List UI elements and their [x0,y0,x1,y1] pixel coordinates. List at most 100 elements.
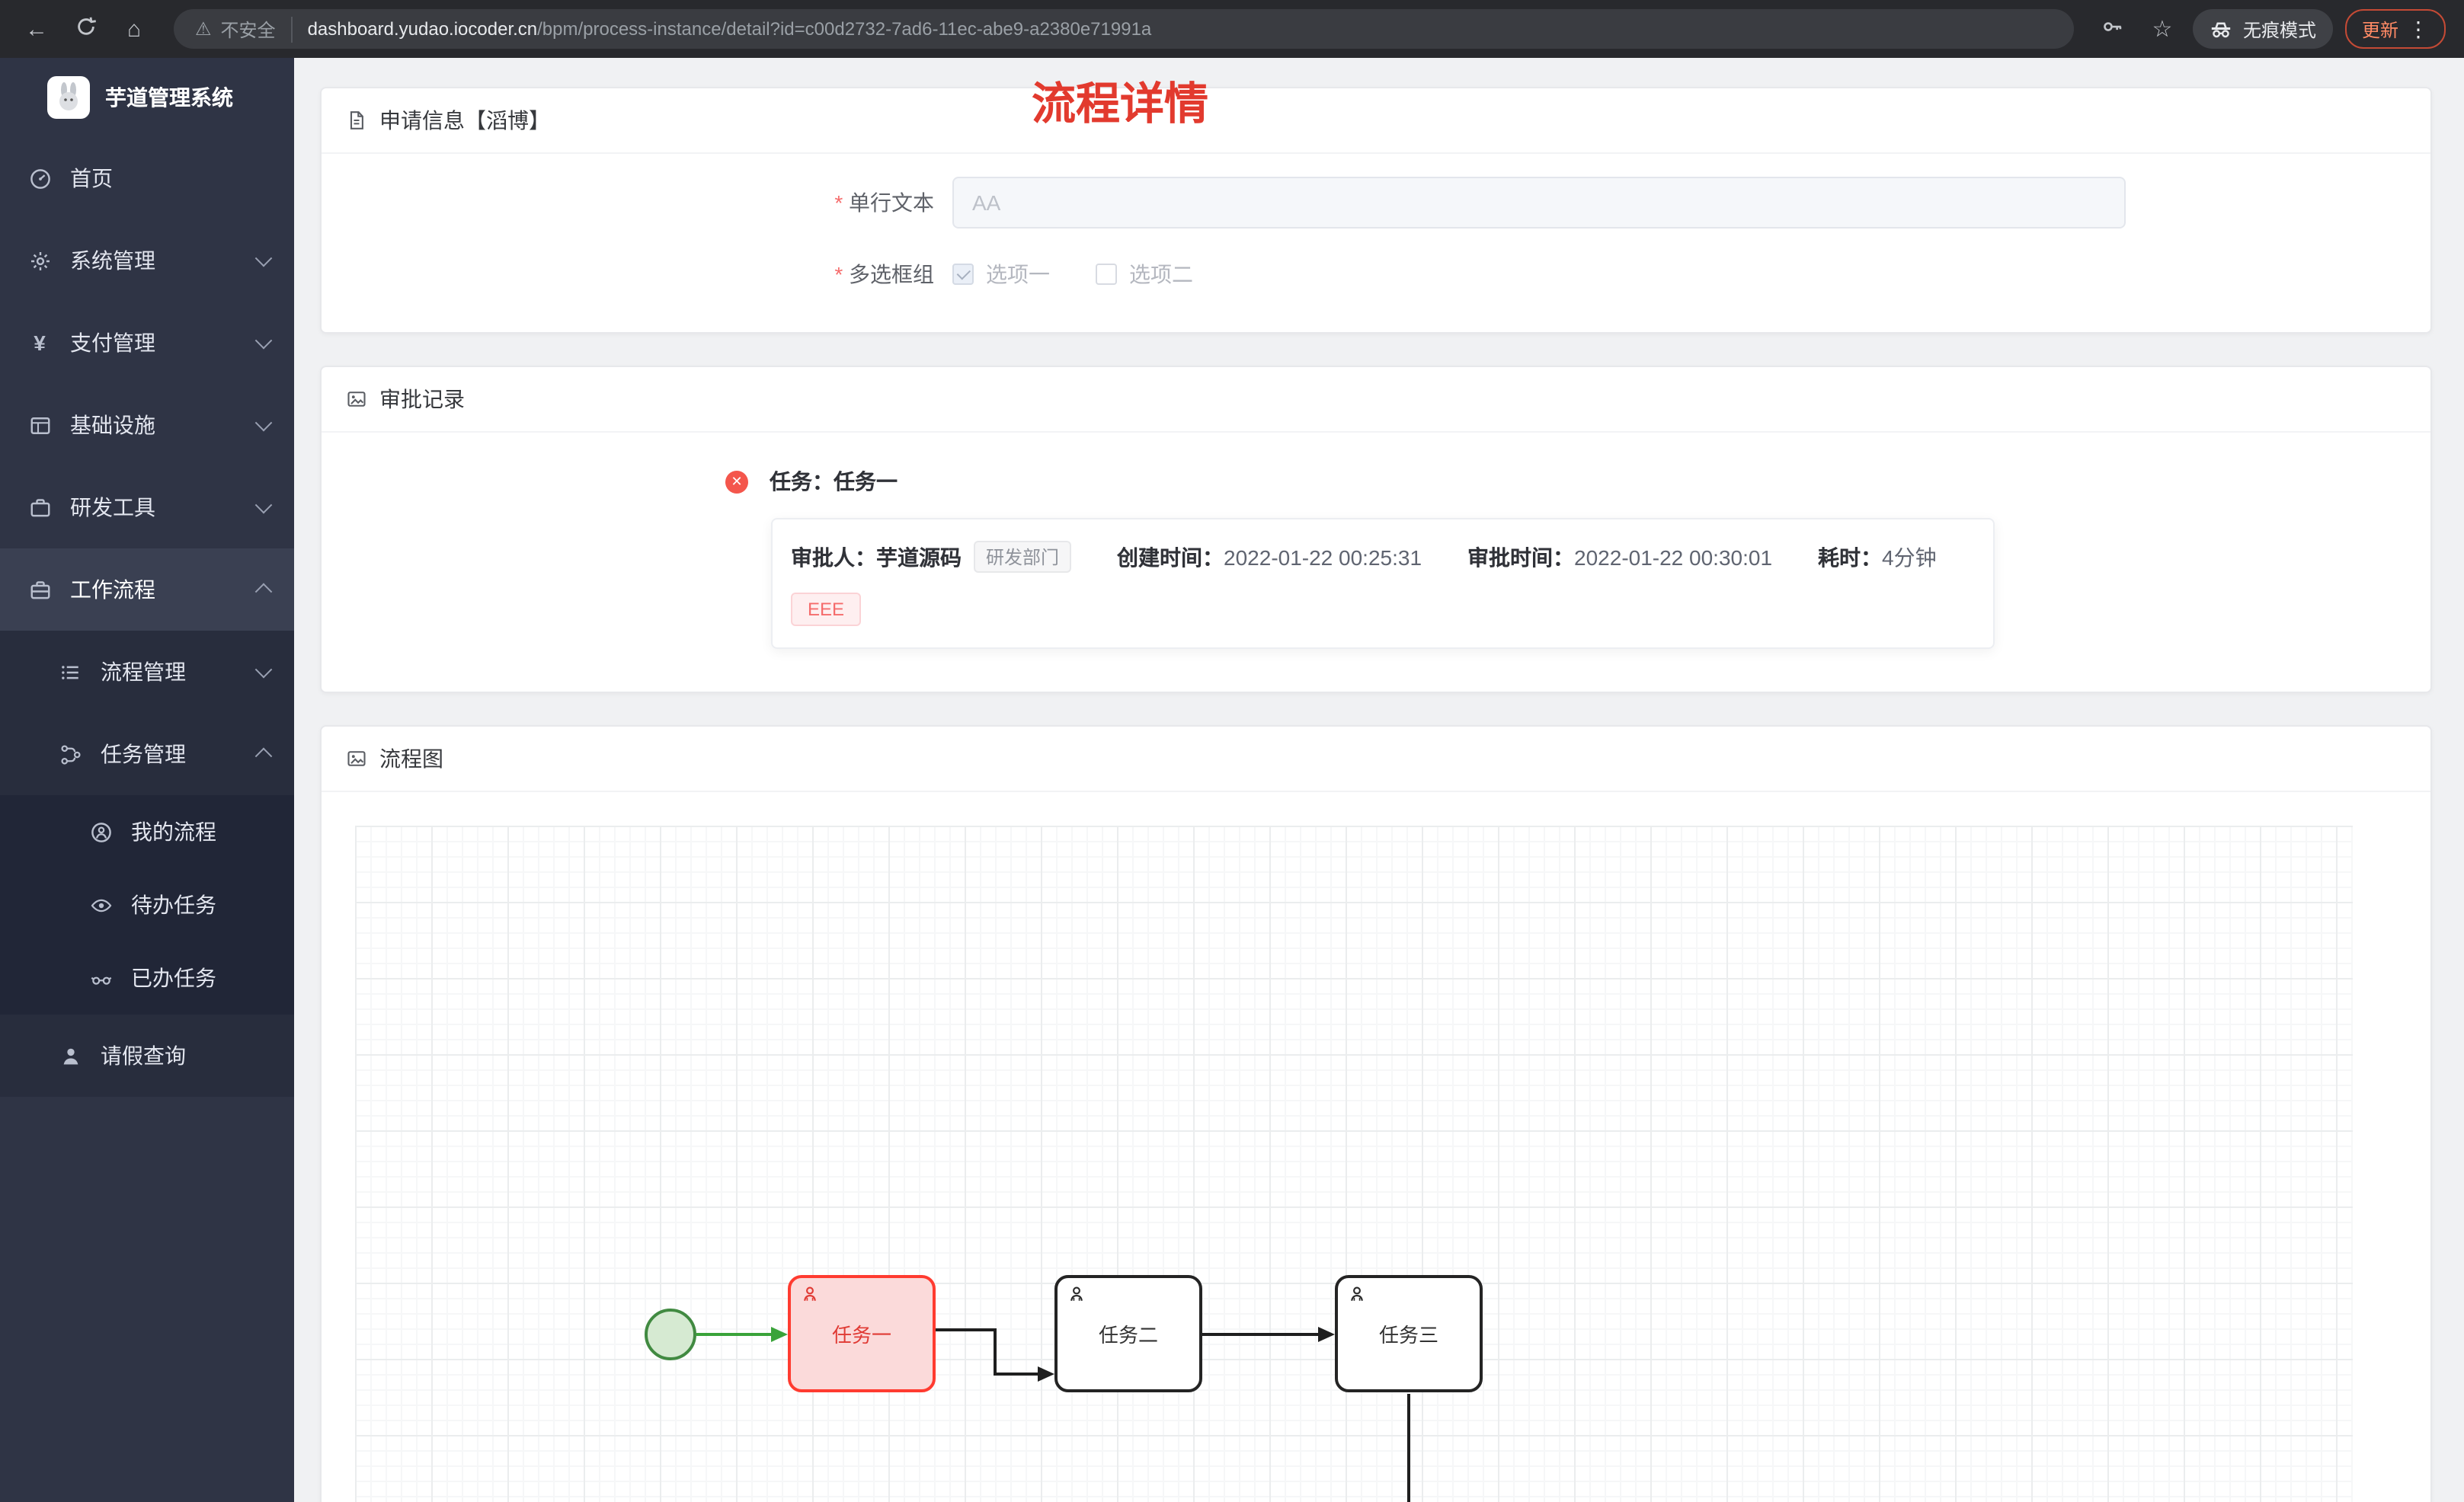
flow-body: 任务一 任务二 任务三 [322,792,2430,1502]
approver-name: 芋道源码 [876,545,962,569]
card-title: 申请信息【滔博】 [379,108,550,133]
created-time: 2022-01-22 00:25:31 [1224,545,1422,569]
document-icon [346,109,369,132]
sidebar-item-task-mgmt[interactable]: 任务管理 [0,713,294,795]
app-logo[interactable]: 芋道管理系统 [0,58,294,137]
star-icon: ☆ [2152,17,2173,43]
apply-info-card: 申请信息【滔博】 单行文本 多选框组 选项一 [320,87,2432,334]
result-tag: EEE [791,593,862,626]
sidebar: 芋道管理系统 首页 系统管理 ¥ 支付管理 基础设施 研发工具 [0,58,294,1502]
sidebar-item-label: 请假查询 [101,1043,186,1068]
sidebar-item-todo-tasks[interactable]: 待办任务 [0,868,294,941]
sidebar-item-label: 工作流程 [70,577,155,602]
url-text: dashboard.yudao.iocoder.cn/bpm/process-i… [308,18,1152,40]
chevron-up-icon [254,583,273,601]
suitcase-icon [27,577,52,602]
user-task-icon [800,1284,820,1304]
bpmn-canvas[interactable]: 任务一 任务二 任务三 [355,826,2353,1502]
sidebar-item-label: 任务管理 [101,742,186,766]
card-title: 审批记录 [379,387,465,411]
flow-diagram-card: 流程图 [320,725,2432,1502]
bookmark-button[interactable]: ☆ [2144,11,2181,47]
approval-detail-panel: 审批人： 芋道源码 研发部门 创建时间： 2022-01-22 00:25:31… [771,518,1995,649]
refresh-icon [74,14,97,43]
approval-record-card: 审批记录 ✕ 任务：任务一 审批人： 芋道源码 研发部门 [320,366,2432,693]
incognito-badge: 无痕模式 [2192,9,2333,49]
single-line-text-input [952,177,2126,228]
chevron-down-icon [254,496,273,514]
back-button[interactable]: ← [18,11,55,47]
task-node-label: 任务一 [831,1324,891,1347]
cards-column: 申请信息【滔博】 单行文本 多选框组 选项一 [294,58,2464,1502]
field-label: 多选框组 [322,259,952,289]
task-node-label: 任务三 [1378,1324,1438,1347]
list-icon [58,660,82,684]
task-node-1[interactable]: 任务一 [788,1275,936,1392]
card-header: 流程图 [322,727,2430,792]
sidebar-item-label: 待办任务 [131,893,216,917]
chevron-up-icon [254,747,273,765]
sidebar-item-label: 首页 [70,166,113,190]
image-icon [346,388,369,411]
checkbox-checked-icon [952,264,974,285]
sidebar-item-done-tasks[interactable]: 已办任务 [0,941,294,1015]
address-bar[interactable]: ⚠ 不安全 dashboard.yudao.iocoder.cn/bpm/pro… [174,9,2074,49]
update-label: 更新 [2361,19,2398,40]
security-indicator: ⚠ 不安全 [195,16,293,42]
duration-label: 耗时： [1818,545,1883,569]
form-row: 单行文本 [322,177,2430,228]
chevron-down-icon [254,331,273,350]
sequence-flows [696,1327,1410,1502]
checkbox-label: 选项一 [986,262,1050,286]
incognito-label: 无痕模式 [2242,19,2316,40]
page-title: 流程详情 [1031,81,1209,129]
refresh-button[interactable] [67,11,104,47]
sidebar-item-infra[interactable]: 基础设施 [0,384,294,466]
card-title: 流程图 [379,746,443,771]
task-node-2[interactable]: 任务二 [1054,1275,1202,1392]
sidebar-item-my-process[interactable]: 我的流程 [0,795,294,868]
sidebar-item-leave-query[interactable]: 请假查询 [0,1015,294,1097]
sidebar-item-label: 支付管理 [70,331,155,355]
checkbox-option: 选项一 [952,259,1050,289]
approved-time-item: 审批时间： 2022-01-22 00:30:01 [1467,542,1772,572]
sidebar-item-label: 基础设施 [70,413,155,437]
dashboard-icon [27,166,52,190]
home-button[interactable]: ⌂ [116,11,152,47]
person-circle-icon [88,820,113,844]
sidebar-item-devtools[interactable]: 研发工具 [0,466,294,548]
glasses-icon [88,966,113,990]
sidebar-item-payment[interactable]: ¥ 支付管理 [0,302,294,384]
sidebar-item-workflow[interactable]: 工作流程 [0,548,294,631]
task-line: ✕ 任务：任务一 [725,466,2406,497]
sidebar-item-home[interactable]: 首页 [0,137,294,219]
sidebar-item-system[interactable]: 系统管理 [0,219,294,302]
menu-dots-icon[interactable]: ⋮ [2408,16,2429,40]
rejected-status-icon: ✕ [725,470,748,493]
approver-label: 审批人： [791,545,876,569]
back-icon: ← [25,16,48,42]
sidebar-item-label: 流程管理 [101,660,186,684]
password-key-button[interactable] [2095,11,2132,47]
sidebar-item-label: 我的流程 [131,820,216,844]
yen-icon: ¥ [34,331,46,355]
created-label: 创建时间： [1117,545,1224,569]
user-task-icon [1067,1284,1086,1304]
incognito-icon [2211,21,2231,37]
sidebar-item-label: 已办任务 [131,966,216,990]
task-node-3[interactable]: 任务三 [1335,1275,1483,1392]
briefcase-icon [27,495,52,519]
checkbox-option: 选项二 [1096,259,1193,289]
apply-form: 单行文本 多选框组 选项一 选项二 [322,154,2430,332]
chevron-down-icon [254,660,273,679]
start-event-node[interactable] [645,1309,696,1360]
fork-icon [58,742,82,766]
approval-timeline: ✕ 任务：任务一 审批人： 芋道源码 研发部门 创建时间： [322,433,2430,692]
sidebar-item-label: 系统管理 [70,248,155,273]
user-icon [58,1043,82,1068]
approver-item: 审批人： 芋道源码 研发部门 [791,541,1072,573]
sidebar-item-process-mgmt[interactable]: 流程管理 [0,631,294,713]
update-button[interactable]: 更新 ⋮ [2344,9,2446,49]
chevron-down-icon [254,249,273,267]
image-icon [346,747,369,770]
